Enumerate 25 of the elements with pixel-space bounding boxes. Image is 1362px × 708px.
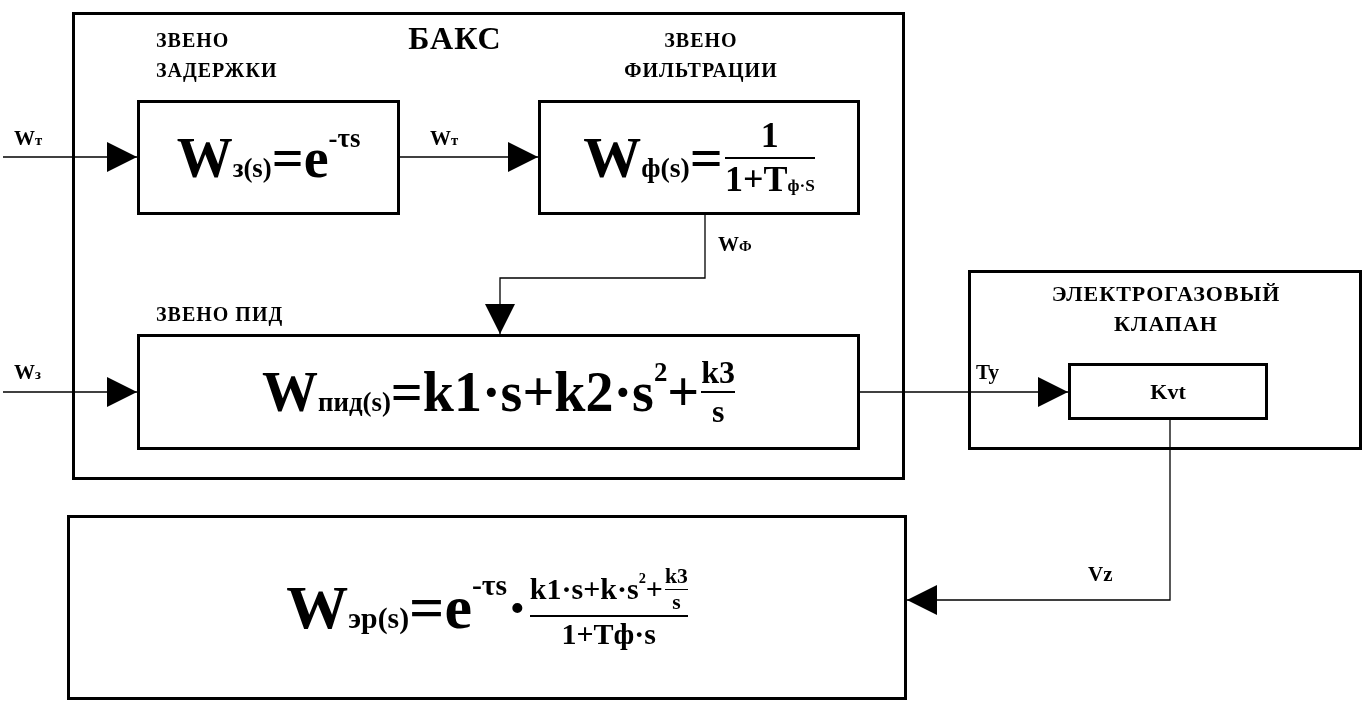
block-heading: БАКС [407,23,503,53]
arrow [859,377,1069,407]
arrow [2,142,138,172]
signal-label: Vz [1088,562,1113,586]
arrow [906,419,1171,615]
block-heading: ЗВЕНО ЗАДЕРЖКИ [156,28,279,84]
fraction-numerator: k1·s+k·s$^{2}$+ [529,572,663,607]
fraction-denominator: 1+Tф·s [561,616,657,652]
block-heading: ЗВЕНО ФИЛЬТРАЦИИ [623,28,779,84]
block-heading: ЭЛЕКТРОГАЗОВЫЙ КЛАПАН [1050,280,1282,338]
arrow [2,377,138,407]
fraction-numerator: 1 [760,115,779,157]
fraction-numerator: k3 [701,354,736,391]
block-heading: ЗВЕНО ПИД [156,302,285,328]
formula-text: Kvt [1150,378,1186,405]
block-box [67,515,907,700]
block-box [1068,363,1268,420]
signal-label: Ty [976,360,999,384]
fraction-numerator: k3 [664,563,688,589]
fraction-denominator: s [672,590,681,615]
block-box [968,270,1362,450]
fraction-denominator: s [711,393,725,430]
block-box [72,12,905,480]
arrow [399,142,539,172]
arrow [485,214,706,335]
